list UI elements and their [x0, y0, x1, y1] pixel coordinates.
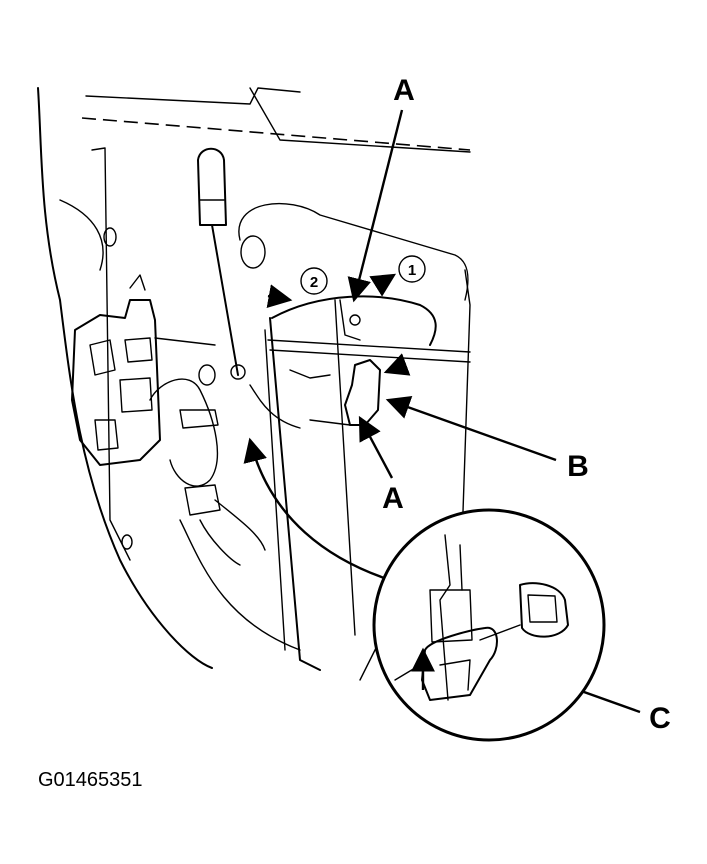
pointer-a-top	[347, 109, 404, 303]
pointer-b	[385, 395, 557, 462]
panel-holes	[103, 227, 266, 550]
step-1-marker: 1	[398, 255, 426, 283]
step-1-label: 1	[408, 262, 416, 279]
figure-id: G01465351	[38, 769, 143, 791]
pointer-a-bottom	[358, 415, 394, 479]
detail-circle-view	[372, 508, 606, 742]
callout-a-top: A	[393, 74, 415, 107]
inside-handle-rod	[197, 147, 246, 380]
step-2-label: 2	[310, 274, 318, 291]
callout-b: B	[567, 450, 589, 483]
door-panel	[37, 87, 471, 681]
step-2-marker: 2	[300, 267, 328, 295]
detail-link-arrow	[243, 437, 391, 582]
motion-arrows	[266, 273, 411, 376]
door-lock-assembly	[71, 274, 266, 566]
outer-handle-bracket	[249, 295, 471, 429]
callout-c: C	[649, 702, 671, 735]
callout-a-bottom: A	[382, 482, 404, 515]
